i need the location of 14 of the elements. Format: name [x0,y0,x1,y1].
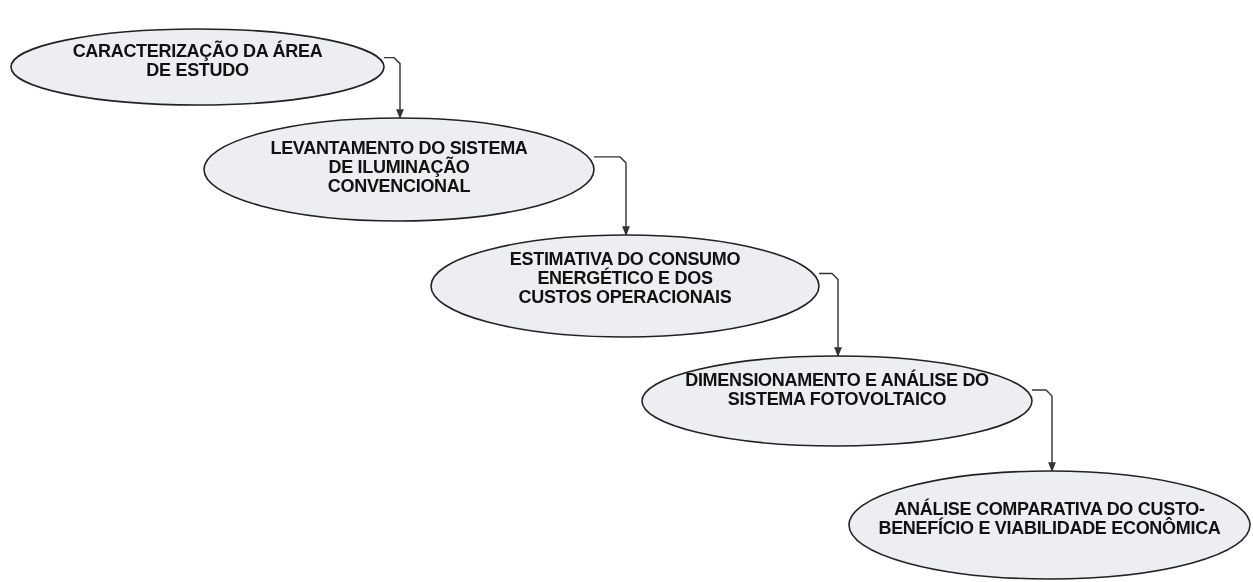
step-label: CARACTERIZAÇÃO DA ÁREA DE ESTUDO [71,42,324,80]
arrow [818,272,842,357]
process-ellipse [203,117,595,222]
step-label: ANÁLISE COMPARATIVA DO CUSTO-BENEFÍCIO E VIABILIDADE ECONÔMICA [877,500,1222,538]
step-label: DIMENSIONAMENTO E ANÁLISE DO SISTEMA FOTOVOLTAICO [684,371,990,409]
arrow [1031,389,1056,472]
process-ellipse [10,28,385,106]
step-label: ESTIMATIVA DO CONSUMO ENERGÉTICO E DOS CUSTOS OPERACIONAIS [508,250,742,307]
process-ellipse [641,355,1033,447]
arrow [593,156,630,236]
arrow [383,56,404,119]
process-ellipse [430,234,820,338]
process-ellipse [848,470,1251,580]
step-label: LEVANTAMENTO DO SISTEMA DE ILUMINAÇÃO CONVENCIONAL [269,139,529,196]
